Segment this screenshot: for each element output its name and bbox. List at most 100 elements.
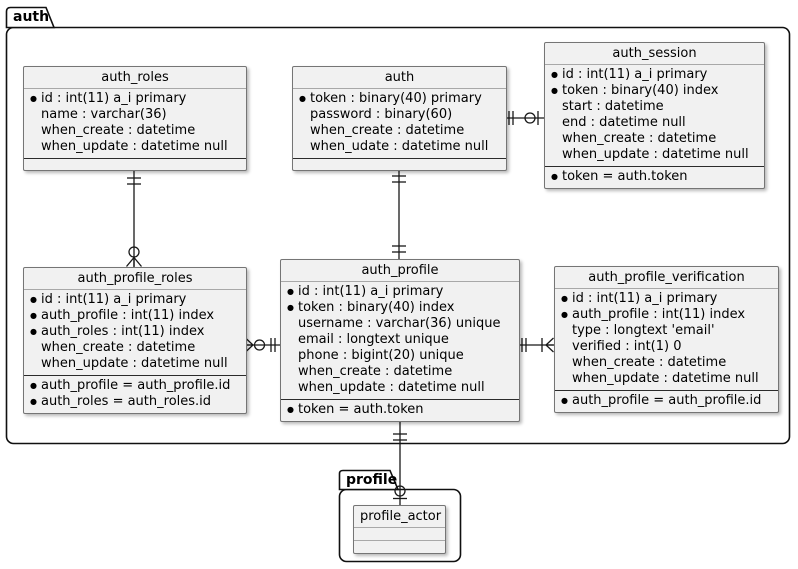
- cardinality-many-crowfoot: [126, 257, 142, 267]
- entity-attributes: ● token : binary(40) primary password : b…: [293, 89, 506, 159]
- attribute-text: when_update : datetime null: [41, 356, 228, 371]
- relation-auth_profile-auth_profile_verification: [515, 337, 556, 353]
- entity-constraints: [354, 541, 445, 553]
- attribute-text: token : binary(40) index: [298, 300, 455, 315]
- attribute-text: password : binary(60): [310, 107, 453, 122]
- entity-attributes: ●id : int(11) a_i primary name : varchar…: [24, 89, 246, 159]
- entity-auth_profile_roles: auth_profile_roles ●id : int(11) a_i pri…: [23, 267, 247, 414]
- attribute-text: end : datetime null: [562, 115, 686, 130]
- key-bullet: ●: [561, 294, 568, 303]
- constraint-text: token = auth.token: [298, 402, 424, 417]
- attribute-text: name : varchar(36): [41, 107, 167, 122]
- attribute-text: token : binary(40) index: [562, 83, 719, 98]
- attribute-row: ● id : int(11) a_i primary: [551, 67, 758, 83]
- attribute-text: id : int(11) a_i primary: [298, 284, 444, 299]
- attribute-text: when_update : datetime null: [572, 371, 759, 386]
- attribute-text: auth_roles : int(11) index: [41, 324, 205, 339]
- entity-title: auth: [293, 67, 506, 89]
- attribute-text: when_create : datetime: [562, 131, 717, 146]
- key-bullet: ●: [30, 311, 37, 320]
- constraint-text: auth_roles = auth_roles.id: [41, 394, 212, 409]
- attribute-row: ●id : int(11) a_i primary: [287, 284, 513, 300]
- attribute-text: when_create : datetime: [298, 364, 453, 379]
- key-bullet: ●: [551, 86, 558, 95]
- entity-auth_profile: auth_profile ●id : int(11) a_i primary ●…: [280, 259, 520, 422]
- attribute-row: phone : bigint(20) unique: [287, 348, 513, 364]
- attribute-row: when_create : datetime: [299, 123, 500, 139]
- attribute-row: when_create : datetime: [30, 123, 240, 139]
- constraint-row: ●token = auth.token: [551, 169, 758, 185]
- attribute-text: id : int(11) a_i primary: [562, 67, 708, 82]
- entity-attributes: ● id : int(11) a_i primary ● token : binar…: [545, 65, 764, 167]
- constraint-text: auth_profile = auth_profile.id: [41, 378, 231, 393]
- attribute-text: when_update : datetime null: [41, 139, 228, 154]
- attribute-row: username : varchar(36) unique: [287, 316, 513, 332]
- attribute-text: when_udate : datetime null: [310, 139, 489, 154]
- entity-constraints: ●token = auth.token: [281, 400, 519, 421]
- constraint-text: token = auth.token: [562, 169, 688, 184]
- constraint-row: ● auth_roles = auth_roles.id: [30, 394, 240, 410]
- cardinality-zero-circle: [524, 112, 536, 124]
- entity-attributes: ●id : int(11) a_i primary ●auth_profile …: [24, 290, 246, 376]
- attribute-text: when_create : datetime: [41, 340, 196, 355]
- attribute-text: when_update : datetime null: [298, 380, 485, 395]
- entity-title: profile_actor: [354, 506, 445, 528]
- entity-constraints: ●auth_profile = auth_profile.id: [555, 391, 778, 412]
- entity-constraints: [24, 159, 246, 170]
- entity-title: auth_profile_verification: [555, 267, 778, 289]
- key-bullet: ●: [30, 295, 37, 304]
- attribute-row: ●id : int(11) a_i primary: [30, 292, 240, 308]
- attribute-row: verified : int(1) 0: [561, 339, 772, 355]
- key-bullet: ●: [561, 310, 568, 319]
- attribute-row: ●id : int(11) a_i primary: [561, 291, 772, 307]
- attribute-text: token : binary(40) primary: [310, 91, 482, 106]
- package-profile-label: profile: [346, 472, 398, 488]
- attribute-row: ● token : binary(40) primary: [299, 91, 500, 107]
- attribute-row: when_update : datetime null: [287, 380, 513, 396]
- attribute-text: type : longtext 'email': [572, 323, 715, 338]
- attribute-row: when_update : datetime null: [551, 147, 758, 163]
- attribute-text: when_create : datetime: [310, 123, 465, 138]
- attribute-row: ●auth_roles : int(11) index: [30, 324, 240, 340]
- attribute-row: ● token : binary(40) index: [551, 83, 758, 99]
- attribute-row: password : binary(60): [299, 107, 500, 123]
- package-auth-label: auth: [13, 9, 50, 25]
- attribute-row: when_create : datetime: [30, 340, 240, 356]
- attribute-text: start : datetime: [562, 99, 664, 114]
- cardinality-zero-circle: [253, 339, 266, 351]
- attribute-row: ● auth_profile : int(11) index: [561, 307, 772, 323]
- attribute-text: phone : bigint(20) unique: [298, 348, 464, 363]
- attribute-row: when_create : datetime: [287, 364, 513, 380]
- attribute-text: when_create : datetime: [572, 355, 727, 370]
- entity-attributes: [354, 528, 445, 541]
- relation-auth_roles-auth_profile_roles: [126, 165, 142, 267]
- entity-attributes: ●id : int(11) a_i primary ●token : binar…: [281, 282, 519, 400]
- attribute-text: id : int(11) a_i primary: [41, 91, 187, 106]
- entity-auth: auth ● token : binary(40) primary passwor…: [292, 66, 507, 171]
- attribute-row: when_create : datetime: [551, 131, 758, 147]
- entity-constraints: [293, 159, 506, 170]
- key-bullet: ●: [30, 381, 37, 390]
- entity-auth_roles: auth_roles ●id : int(11) a_i primary nam…: [23, 66, 247, 171]
- entity-constraints: ●token = auth.token: [545, 167, 764, 188]
- cardinality-zero-circle: [128, 246, 140, 258]
- attribute-row: ●token : binary(40) index: [287, 300, 513, 316]
- relation-auth_profile-profile_actor: [393, 415, 407, 505]
- entity-title: auth_profile_roles: [24, 268, 246, 290]
- entity-title: auth_profile: [281, 260, 519, 282]
- attribute-text: when_create : datetime: [41, 123, 196, 138]
- entity-constraints: ● auth_profile = auth_profile.id ● auth_ro…: [24, 376, 246, 413]
- attribute-row: ●auth_profile : int(11) index: [30, 308, 240, 324]
- constraint-row: ●token = auth.token: [287, 402, 513, 418]
- key-bullet: ●: [30, 397, 37, 406]
- attribute-text: when_update : datetime null: [562, 147, 749, 162]
- key-bullet: ●: [299, 94, 306, 103]
- attribute-row: when_create : datetime: [561, 355, 772, 371]
- entity-title: auth_session: [545, 43, 764, 65]
- attribute-text: auth_profile : int(11) index: [572, 307, 746, 322]
- attribute-row: end : datetime null: [551, 115, 758, 131]
- attribute-row: ●id : int(11) a_i primary: [30, 91, 240, 107]
- entity-auth_profile_verification: auth_profile_verification ●id : int(11) …: [554, 266, 779, 413]
- attribute-row: start : datetime: [551, 99, 758, 115]
- key-bullet: ●: [551, 70, 558, 79]
